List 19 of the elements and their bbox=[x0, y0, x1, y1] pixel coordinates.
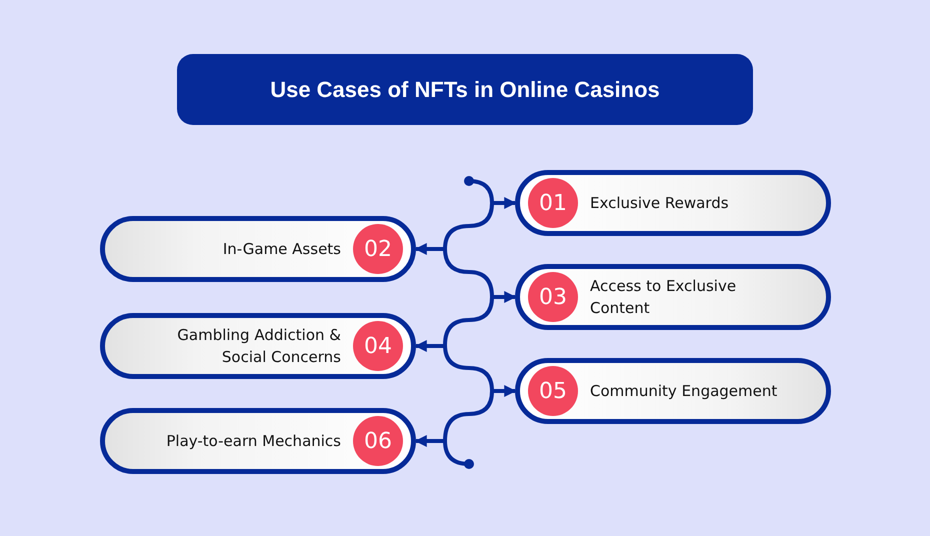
case-label: Play-to-earn Mechanics bbox=[166, 430, 341, 452]
case-label: Access to Exclusive Content bbox=[590, 276, 738, 319]
number-badge: 05 bbox=[528, 366, 578, 416]
case-label: Exclusive Rewards bbox=[590, 192, 729, 214]
number-badge: 01 bbox=[528, 178, 578, 228]
case-label: In-Game Assets bbox=[222, 238, 341, 260]
case-label: Gambling Addiction & Social Concerns bbox=[176, 324, 341, 368]
arrow bbox=[492, 385, 516, 397]
arrow bbox=[414, 340, 445, 352]
arrow bbox=[492, 291, 516, 303]
arrow bbox=[492, 197, 516, 209]
title-banner: Use Cases of NFTs in Online Casinos bbox=[177, 54, 753, 125]
number-badge: 03 bbox=[528, 272, 578, 322]
arrow bbox=[414, 243, 445, 255]
number-badge: 06 bbox=[353, 416, 403, 466]
number-badge: 04 bbox=[353, 321, 403, 371]
case-label: Community Engagement bbox=[590, 380, 778, 402]
number-badge: 02 bbox=[353, 224, 403, 274]
arrow bbox=[414, 435, 445, 447]
